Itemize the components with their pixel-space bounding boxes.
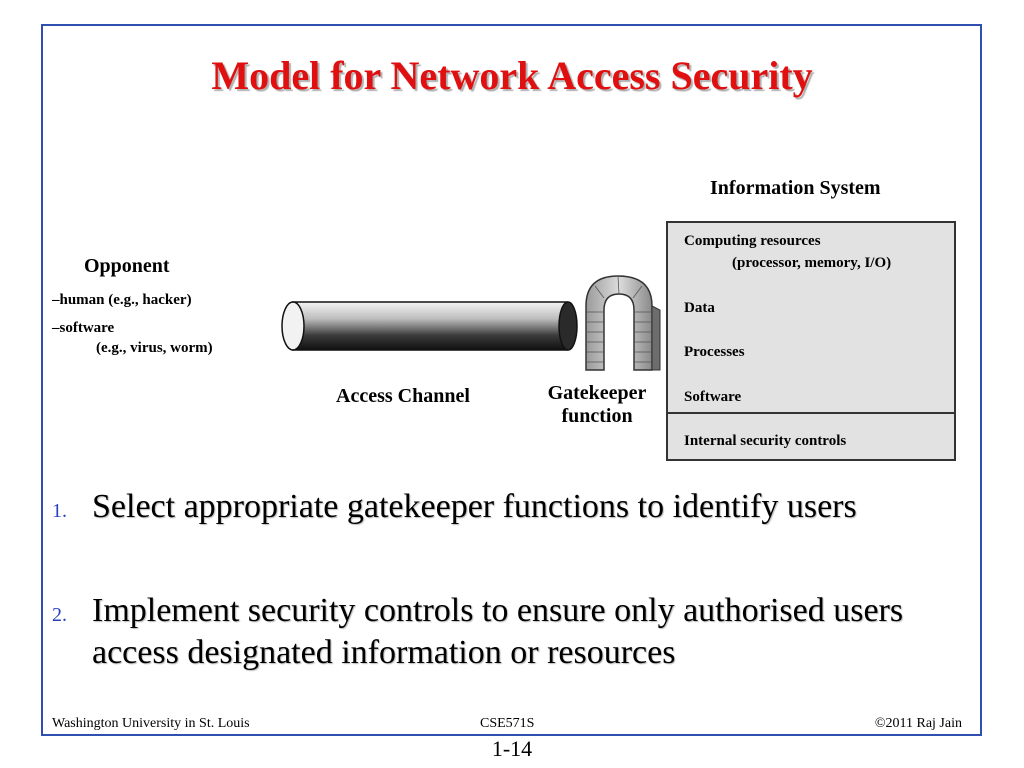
opponent-item-software-examples: (e.g., virus, worm): [96, 340, 213, 356]
footer-center: CSE571S: [480, 716, 535, 731]
info-box-divider: [668, 412, 954, 414]
opponent-item-software: –software: [52, 320, 115, 336]
gatekeeper-label-line2: function: [561, 405, 633, 427]
info-item-processes: Processes: [684, 344, 745, 360]
access-channel-cylinder-icon: [281, 301, 578, 351]
footer-left: Washington University in St. Louis: [52, 716, 250, 731]
bullet-text-1: Select appropriate gatekeeper functions …: [92, 488, 857, 525]
gatekeeper-arch-icon: [585, 275, 661, 371]
info-item-computing-details: (processor, memory, I/O): [732, 255, 892, 271]
page-number: 1-14: [491, 736, 533, 761]
information-system-box: Computing resources (processor, memory, …: [666, 221, 956, 461]
opponent-heading: Opponent: [84, 255, 170, 277]
slide-title: Model for Network Access Security: [211, 53, 813, 98]
bullet-text-2: Implement security controls to ensure on…: [92, 592, 904, 671]
access-channel-label: Access Channel: [336, 385, 470, 407]
opponent-item-human: –human (e.g., hacker): [52, 292, 192, 308]
gatekeeper-label-line1: Gatekeeper: [547, 382, 647, 404]
information-system-heading: Information System: [710, 177, 881, 199]
info-item-software: Software: [684, 389, 742, 405]
info-item-data: Data: [684, 300, 715, 316]
slide-frame: [41, 24, 982, 736]
bullet-number-1: 1.: [52, 500, 67, 522]
info-item-internal-security-controls: Internal security controls: [684, 433, 847, 449]
info-item-computing-resources: Computing resources: [684, 233, 821, 249]
bullet-number-2: 2.: [52, 604, 67, 626]
footer-right: ©2011 Raj Jain: [874, 716, 962, 731]
